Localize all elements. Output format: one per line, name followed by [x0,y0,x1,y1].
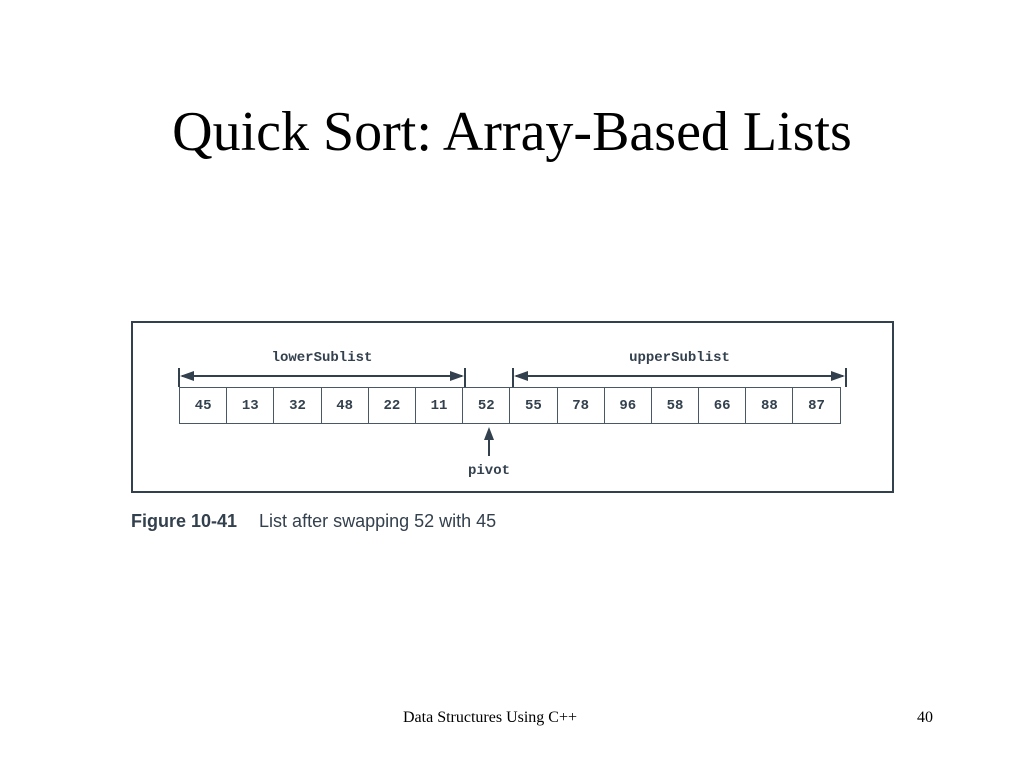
array-cell: 45 [180,388,228,423]
caption-number: Figure 10-41 [131,511,238,531]
array-cell: 78 [558,388,605,423]
array-cell: 32 [274,388,322,423]
array-cell: 22 [369,388,416,423]
pivot-label: pivot [467,463,510,479]
array-cell: 48 [322,388,369,423]
array-cell: 96 [605,388,652,423]
figure-caption: Figure 10-41 List after swapping 52 with … [131,511,496,532]
slide-title: Quick Sort: Array-Based Lists [172,101,852,163]
figure-frame [131,321,894,493]
array-cell: 87 [793,388,841,423]
array-cell: 66 [699,388,747,423]
caption-text: List after swapping 52 with 45 [259,511,497,531]
array-cell: 11 [416,388,464,423]
lower-sublist-label: lowerSublist [271,350,373,366]
array-cell: 13 [227,388,275,423]
array-cell: 52 [463,388,511,423]
array-cell: 55 [510,388,558,423]
footer-title: Data Structures Using C++ [403,709,578,726]
array-cell: 58 [652,388,700,423]
array-cell: 88 [746,388,794,423]
upper-sublist-label: upperSublist [629,350,730,366]
page-number: 40 [917,709,933,726]
